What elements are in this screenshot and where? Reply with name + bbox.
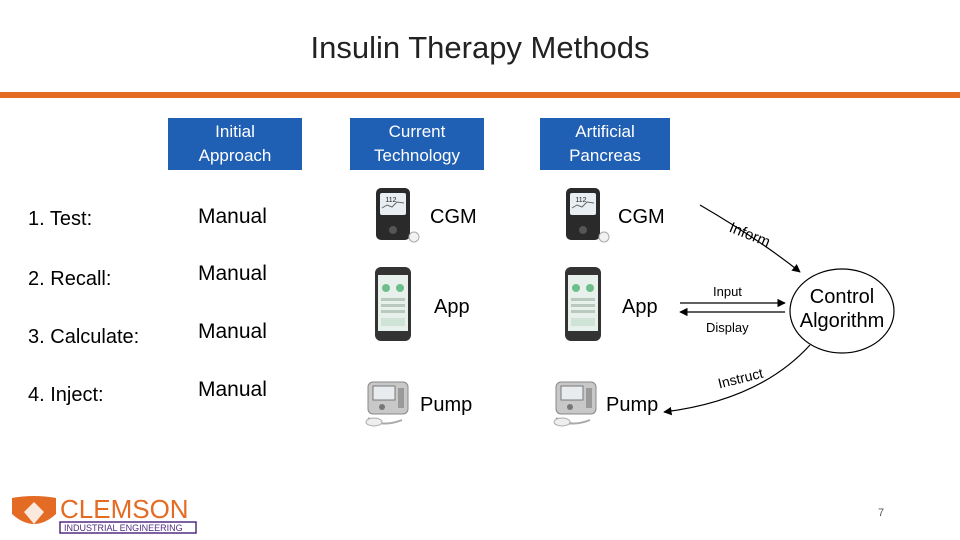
initial-test-value: Manual (198, 205, 267, 228)
input-label: Input (713, 284, 742, 299)
initial-inject-value: Manual (198, 378, 267, 401)
clemson-logo: CLEMSON INDUSTRIAL ENGINEERING (10, 494, 200, 534)
page-number: 7 (878, 507, 885, 519)
ap-cgm-reading: 112 (575, 197, 586, 204)
instruct-arrow (663, 344, 811, 416)
step-4-label: Inject: (50, 384, 104, 406)
step-2-number: 2. (28, 268, 45, 290)
step-1-label: Test: (49, 208, 93, 230)
ap-insulin-pump-image (550, 378, 608, 433)
current-app-label: App (434, 296, 470, 318)
step-1: 1. Test: (28, 208, 92, 231)
step-4: 4. Inject: (28, 384, 104, 407)
step-2-label: Recall: (50, 268, 112, 290)
header-initial-text: Initial Approach (198, 122, 272, 165)
initial-calculate-value: Manual (198, 320, 267, 343)
control-algorithm-label: Control Algorithm (799, 286, 885, 332)
header-current-text: Current Technology (373, 122, 460, 165)
header-artificial-text: Artificial Pancreas (569, 122, 641, 165)
header-initial-approach: Initial Approach (168, 118, 302, 170)
instruct-label: Instruct (716, 365, 765, 392)
ap-cgm-label: CGM (618, 206, 665, 228)
step-4-number: 4. (28, 384, 45, 406)
step-3: 3. Calculate: (28, 326, 139, 349)
ap-pump-label: Pump (606, 394, 659, 416)
inform-label: Inform (727, 219, 773, 251)
inform-arrow (699, 204, 801, 273)
control-algorithm-ellipse (789, 268, 895, 354)
header-artificial-pancreas: Artificial Pancreas (540, 118, 670, 170)
header-current-technology: Current Technology (350, 118, 484, 170)
step-2: 2. Recall: (28, 268, 111, 291)
current-pump-label: Pump (420, 394, 473, 416)
title-divider (0, 92, 960, 98)
ap-app-label: App (622, 296, 658, 318)
step-3-number: 3. (28, 326, 45, 348)
ap-smartphone-app-image (564, 266, 602, 347)
insulin-pump-image (362, 378, 420, 433)
step-1-number: 1. (28, 208, 45, 230)
step-3-label: Calculate: (50, 326, 140, 348)
initial-recall-value: Manual (198, 262, 267, 285)
display-label: Display (706, 320, 749, 335)
clemson-subtitle: INDUSTRIAL ENGINEERING (64, 523, 183, 533)
cgm-reading: 112 (385, 197, 396, 204)
cgm-receiver-image: 112 (374, 186, 422, 251)
smartphone-app-image (374, 266, 412, 347)
ap-cgm-receiver-image: 112 (564, 186, 612, 251)
current-cgm-label: CGM (430, 206, 477, 228)
clemson-wordmark: CLEMSON (60, 494, 189, 524)
slide-title: Insulin Therapy Methods (310, 30, 650, 65)
